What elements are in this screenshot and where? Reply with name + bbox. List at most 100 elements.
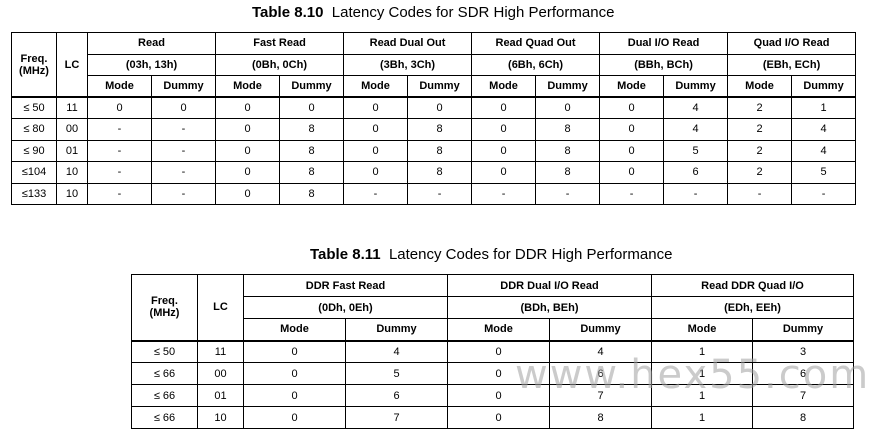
freq-header: Freq.(MHz) — [131, 274, 198, 342]
table-cell: 4 — [663, 96, 729, 119]
table-cell: - — [407, 182, 473, 205]
table-cell: 7 — [345, 406, 448, 429]
group-codes: (0Dh, 0Eh) — [243, 296, 448, 319]
mode-header: Mode — [447, 318, 550, 342]
group-codes: (6Bh, 6Ch) — [471, 53, 601, 76]
table-cell: 0 — [343, 118, 409, 141]
dummy-header: Dummy — [151, 75, 216, 98]
table-cell: 0 — [471, 96, 537, 119]
table-cell: 0 — [151, 96, 216, 119]
table-cell: 8 — [535, 139, 601, 162]
table-8-11-title: Latency Codes for DDR High Performance — [388, 246, 673, 263]
table-cell: ≤ 66 — [131, 362, 198, 385]
table-cell: - — [87, 139, 152, 162]
table-cell: 10 — [56, 161, 88, 184]
freq-header: Freq.(MHz) — [11, 32, 57, 98]
header-row-codes: (03h, 13h)(0Bh, 0Ch)(3Bh, 3Ch)(6Bh, 6Ch)… — [12, 53, 857, 76]
table-cell: 1 — [791, 96, 857, 119]
table-cell: 11 — [197, 340, 244, 363]
dummy-header: Dummy — [535, 75, 601, 98]
table-cell: 0 — [471, 161, 537, 184]
mode-header: Mode — [243, 318, 346, 342]
table-cell: - — [343, 182, 409, 205]
table-cell: 0 — [243, 384, 346, 407]
table-cell: 4 — [791, 118, 857, 141]
table-cell: 0 — [599, 118, 665, 141]
table-cell: - — [599, 182, 665, 205]
group-name: DDR Fast Read — [243, 274, 448, 297]
table-8-10-number: Table 8.10 — [252, 4, 324, 21]
table-cell: ≤ 66 — [131, 384, 198, 407]
table-cell: 2 — [727, 118, 793, 141]
table-cell: 4 — [663, 118, 729, 141]
table-cell: 8 — [407, 118, 473, 141]
table-cell: 6 — [345, 384, 448, 407]
table-cell: ≤ 50 — [131, 340, 198, 363]
table-cell: - — [87, 118, 152, 141]
table-cell: 8 — [407, 139, 473, 162]
mode-header: Mode — [215, 75, 280, 98]
group-name: Read — [87, 32, 216, 55]
group-name: Quad I/O Read — [727, 32, 857, 55]
table-cell: 8 — [278, 161, 345, 184]
table-cell: 8 — [535, 161, 601, 184]
table-cell: - — [151, 139, 216, 162]
table-8-10-title: Latency Codes for SDR High Performance — [331, 4, 615, 21]
lc-header: LC — [197, 274, 244, 342]
table-cell: ≤ 80 — [11, 118, 57, 141]
mode-header: Mode — [599, 75, 665, 98]
group-codes: (BBh, BCh) — [599, 53, 729, 76]
table-cell: 10 — [56, 182, 88, 205]
table-cell: 0 — [343, 96, 409, 119]
table-cell: 01 — [56, 139, 88, 162]
table-8-10-caption: Table 8.10 Latency Codes for SDR High Pe… — [252, 4, 614, 21]
table-cell: 0 — [278, 96, 345, 119]
table-cell: 8 — [535, 118, 601, 141]
dummy-header: Dummy — [663, 75, 729, 98]
table-cell: - — [151, 182, 216, 205]
table-cell: 0 — [343, 161, 409, 184]
table-cell: 0 — [407, 96, 473, 119]
table-cell: 0 — [215, 139, 280, 162]
table-cell: - — [87, 161, 152, 184]
table-cell: 0 — [243, 340, 346, 363]
table-cell: 2 — [727, 161, 793, 184]
table-cell: 4 — [345, 340, 448, 363]
dummy-header: Dummy — [345, 318, 448, 342]
mode-header: Mode — [651, 318, 753, 342]
mode-header: Mode — [471, 75, 537, 98]
table-8-11-number: Table 8.11 — [310, 246, 381, 263]
table-cell: 2 — [727, 139, 793, 162]
table-cell: - — [151, 118, 216, 141]
table-cell: 0 — [215, 182, 280, 205]
group-codes: (EDh, EEh) — [651, 296, 854, 319]
group-name: Read DDR Quad I/O — [651, 274, 854, 297]
table-cell: 8 — [549, 406, 652, 429]
table-cell: ≤133 — [11, 182, 57, 205]
watermark: www.hex55.com — [515, 352, 871, 398]
table-cell: - — [87, 182, 152, 205]
table-cell: 11 — [56, 96, 88, 119]
group-codes: (03h, 13h) — [87, 53, 216, 76]
dummy-header: Dummy — [549, 318, 652, 342]
table-cell: 6 — [663, 161, 729, 184]
table-8-11-caption: Table 8.11 Latency Codes for DDR High Pe… — [310, 246, 672, 263]
group-codes: (BDh, BEh) — [447, 296, 652, 319]
group-name: Read Dual Out — [343, 32, 473, 55]
table-cell: 8 — [278, 182, 345, 205]
table-cell: ≤ 90 — [11, 139, 57, 162]
table-cell: 0 — [87, 96, 152, 119]
dummy-header: Dummy — [278, 75, 345, 98]
freq-header-unit: (MHz) — [19, 64, 49, 77]
group-codes: (3Bh, 3Ch) — [343, 53, 473, 76]
table-cell: 0 — [215, 96, 280, 119]
table-cell: 0 — [215, 161, 280, 184]
